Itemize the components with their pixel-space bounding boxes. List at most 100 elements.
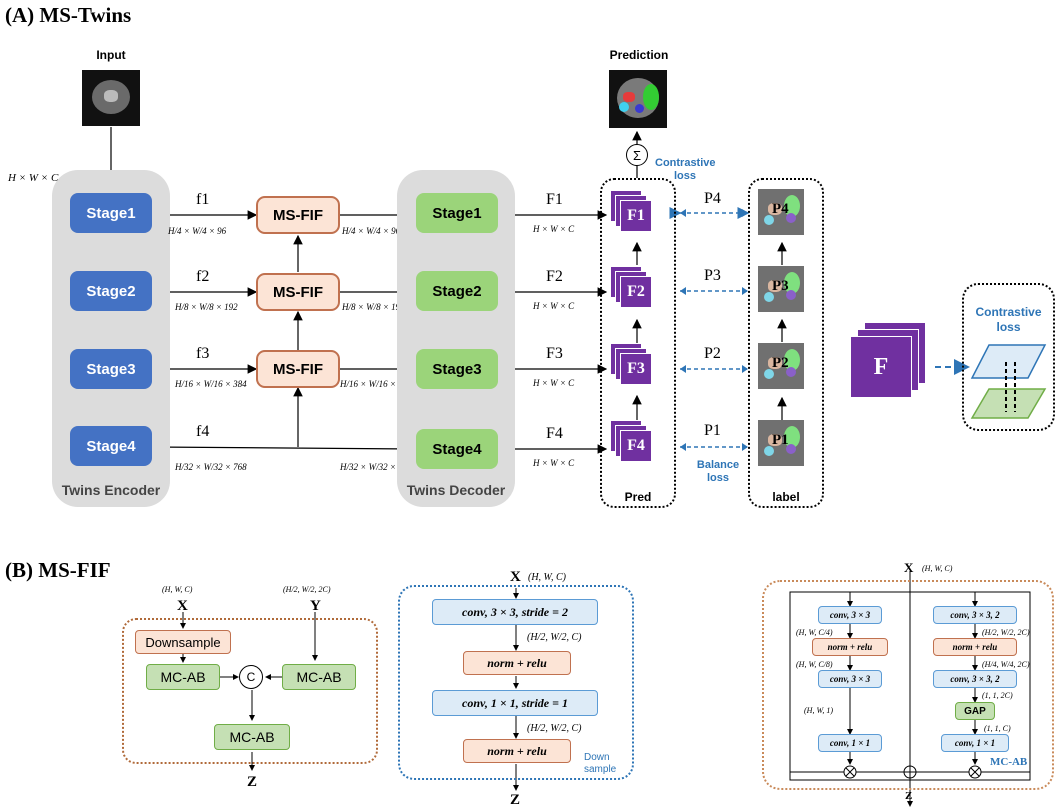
down-caption: Down sample <box>584 752 617 775</box>
mcab-x-label: X <box>904 560 914 575</box>
down-conv1: conv, 3 × 3, stride = 2 <box>432 599 598 625</box>
P3-label: P3 <box>704 267 721 284</box>
f4-label: f4 <box>196 423 210 440</box>
fif-z-label: Z <box>247 774 258 790</box>
encoder-stage3: Stage3 <box>70 349 152 389</box>
mcab-l-dim1: (H, W, C/4) <box>796 628 833 637</box>
F1-dims: H × W × C <box>533 224 575 234</box>
mcab-z-label: Z <box>905 790 913 802</box>
down-x-label: X <box>510 569 521 585</box>
mcab-r-conv2: conv, 3 × 3, 2 <box>933 670 1017 688</box>
f4-dims: H/32 × W/32 × 768 <box>175 462 247 472</box>
downsample-block: Downsample <box>135 630 231 654</box>
down-x-dims: (H, W, C) <box>528 572 566 583</box>
label-p4-text: P4 <box>772 201 789 217</box>
downsample-diagram-box <box>398 585 634 780</box>
sum-icon: Σ <box>626 144 648 166</box>
input-ct-image <box>82 70 140 126</box>
down-z-label: Z <box>510 792 521 808</box>
mcab-l-dim3: (H, W, 1) <box>804 706 834 715</box>
section-a-title: (A) MS-Twins <box>5 3 132 27</box>
mcab-caption: MC-AB <box>990 756 1028 768</box>
decoder-label: Twins Decoder <box>406 482 506 498</box>
label-box: label <box>748 178 824 508</box>
mcab-r-gap: GAP <box>955 702 995 720</box>
mcab-r-dim3: (1, 1, 2C) <box>982 691 1013 700</box>
f2-label: f2 <box>196 268 210 285</box>
F1-label: F1 <box>546 191 563 208</box>
fif-y-dims: (H/2, W/2, 2C) <box>283 585 331 594</box>
mcab-r-conv3: conv, 1 × 1 <box>941 734 1009 752</box>
F1-feature-stack: F1 <box>610 190 652 232</box>
label-label: label <box>772 490 800 504</box>
F3-label: F3 <box>546 345 563 362</box>
decoder-stage1: Stage1 <box>416 193 498 233</box>
f2-dims: H/8 × W/8 × 192 <box>175 302 238 312</box>
mcab-block-bottom: MC-AB <box>214 724 290 750</box>
mcab-block-right: MC-AB <box>282 664 356 690</box>
fif2-dims: H/8 × W/8 × 192 <box>342 302 405 312</box>
input-dims: H × W × C <box>8 172 59 184</box>
F2-stack-label: F2 <box>620 276 652 308</box>
ms-fif-2: MS-FIF <box>256 273 340 311</box>
F3-stack-label: F3 <box>620 353 652 385</box>
fif-x-label: X <box>177 598 188 614</box>
contrastive-loss-label: Contrastive loss <box>655 157 716 182</box>
fif3-dims: H/16 × W/16 × 384 <box>340 379 412 389</box>
decoder-stage2: Stage2 <box>416 271 498 311</box>
encoder-stage2: Stage2 <box>70 271 152 311</box>
mcab-l-dim2: (H, W, C/8) <box>796 660 833 669</box>
F4-feature-stack: F4 <box>610 420 652 462</box>
mcab-r-dim4: (1, 1, C) <box>984 724 1011 733</box>
pred-box: Pred <box>600 178 676 508</box>
fif4-dims: H/32 × W/32 × 768 <box>340 462 412 472</box>
fif-y-label: Y <box>310 598 321 614</box>
P1-label: P1 <box>704 422 721 439</box>
F4-label: F4 <box>546 425 563 442</box>
fif-x-dims: (H, W, C) <box>162 585 193 594</box>
encoder-stage4: Stage4 <box>70 426 152 466</box>
mcab-r-conv1: conv, 3 × 3, 2 <box>933 606 1017 624</box>
mcab-r-dim1: (H/2, W/2, 2C) <box>982 628 1030 637</box>
mcab-l-conv2: conv, 3 × 3 <box>818 670 882 688</box>
pred-label: Pred <box>624 490 652 504</box>
encoder-label: Twins Encoder <box>61 482 161 498</box>
label-tile-p1: P1 <box>758 420 804 466</box>
mcab-r-dim2: (H/4, W/4, 2C) <box>982 660 1030 669</box>
F4-dims: H × W × C <box>533 458 575 468</box>
down-dims2: (H/2, W/2, C) <box>527 723 582 734</box>
encoder-stage1: Stage1 <box>70 193 152 233</box>
label-p2-text: P2 <box>772 355 789 371</box>
concat-icon: C <box>239 665 263 689</box>
down-conv2: conv, 1 × 1, stride = 1 <box>432 690 598 716</box>
contrastive-loss-right-label: Contrastive loss <box>975 305 1042 334</box>
mcab-l-conv1: conv, 3 × 3 <box>818 606 882 624</box>
F3-dims: H × W × C <box>533 378 575 388</box>
down-dims1: (H/2, W/2, C) <box>527 632 582 643</box>
ms-fif-1: MS-FIF <box>256 196 340 234</box>
F2-label: F2 <box>546 268 563 285</box>
down-norm2: norm + relu <box>463 739 571 763</box>
label-p1-text: P1 <box>772 432 789 448</box>
label-p3-text: P3 <box>772 278 789 294</box>
F2-dims: H × W × C <box>533 301 575 311</box>
balance-loss-label: Balance loss <box>696 459 740 484</box>
label-tile-p2: P2 <box>758 343 804 389</box>
mcab-r-norm: norm + relu <box>933 638 1017 656</box>
fif1-dims: H/4 × W/4 × 96 <box>342 226 401 236</box>
F3-feature-stack: F3 <box>610 343 652 385</box>
f1-dims: H/4 × W/4 × 96 <box>168 226 227 236</box>
mcab-l-norm: norm + relu <box>812 638 888 656</box>
f1-label: f1 <box>196 191 210 208</box>
prediction-image <box>609 70 667 128</box>
f3-dims: H/16 × W/16 × 384 <box>175 379 247 389</box>
contrastive-loss-box: Contrastive loss <box>962 283 1055 431</box>
mcab-block-left: MC-AB <box>146 664 220 690</box>
mcab-l-conv3: conv, 1 × 1 <box>818 734 882 752</box>
down-norm1: norm + relu <box>463 651 571 675</box>
big-F-feature-stack: F <box>850 322 934 406</box>
F1-stack-label: F1 <box>620 200 652 232</box>
fif-diagram-box <box>122 618 378 764</box>
decoder-stage4: Stage4 <box>416 429 498 469</box>
label-tile-p3: P3 <box>758 266 804 312</box>
